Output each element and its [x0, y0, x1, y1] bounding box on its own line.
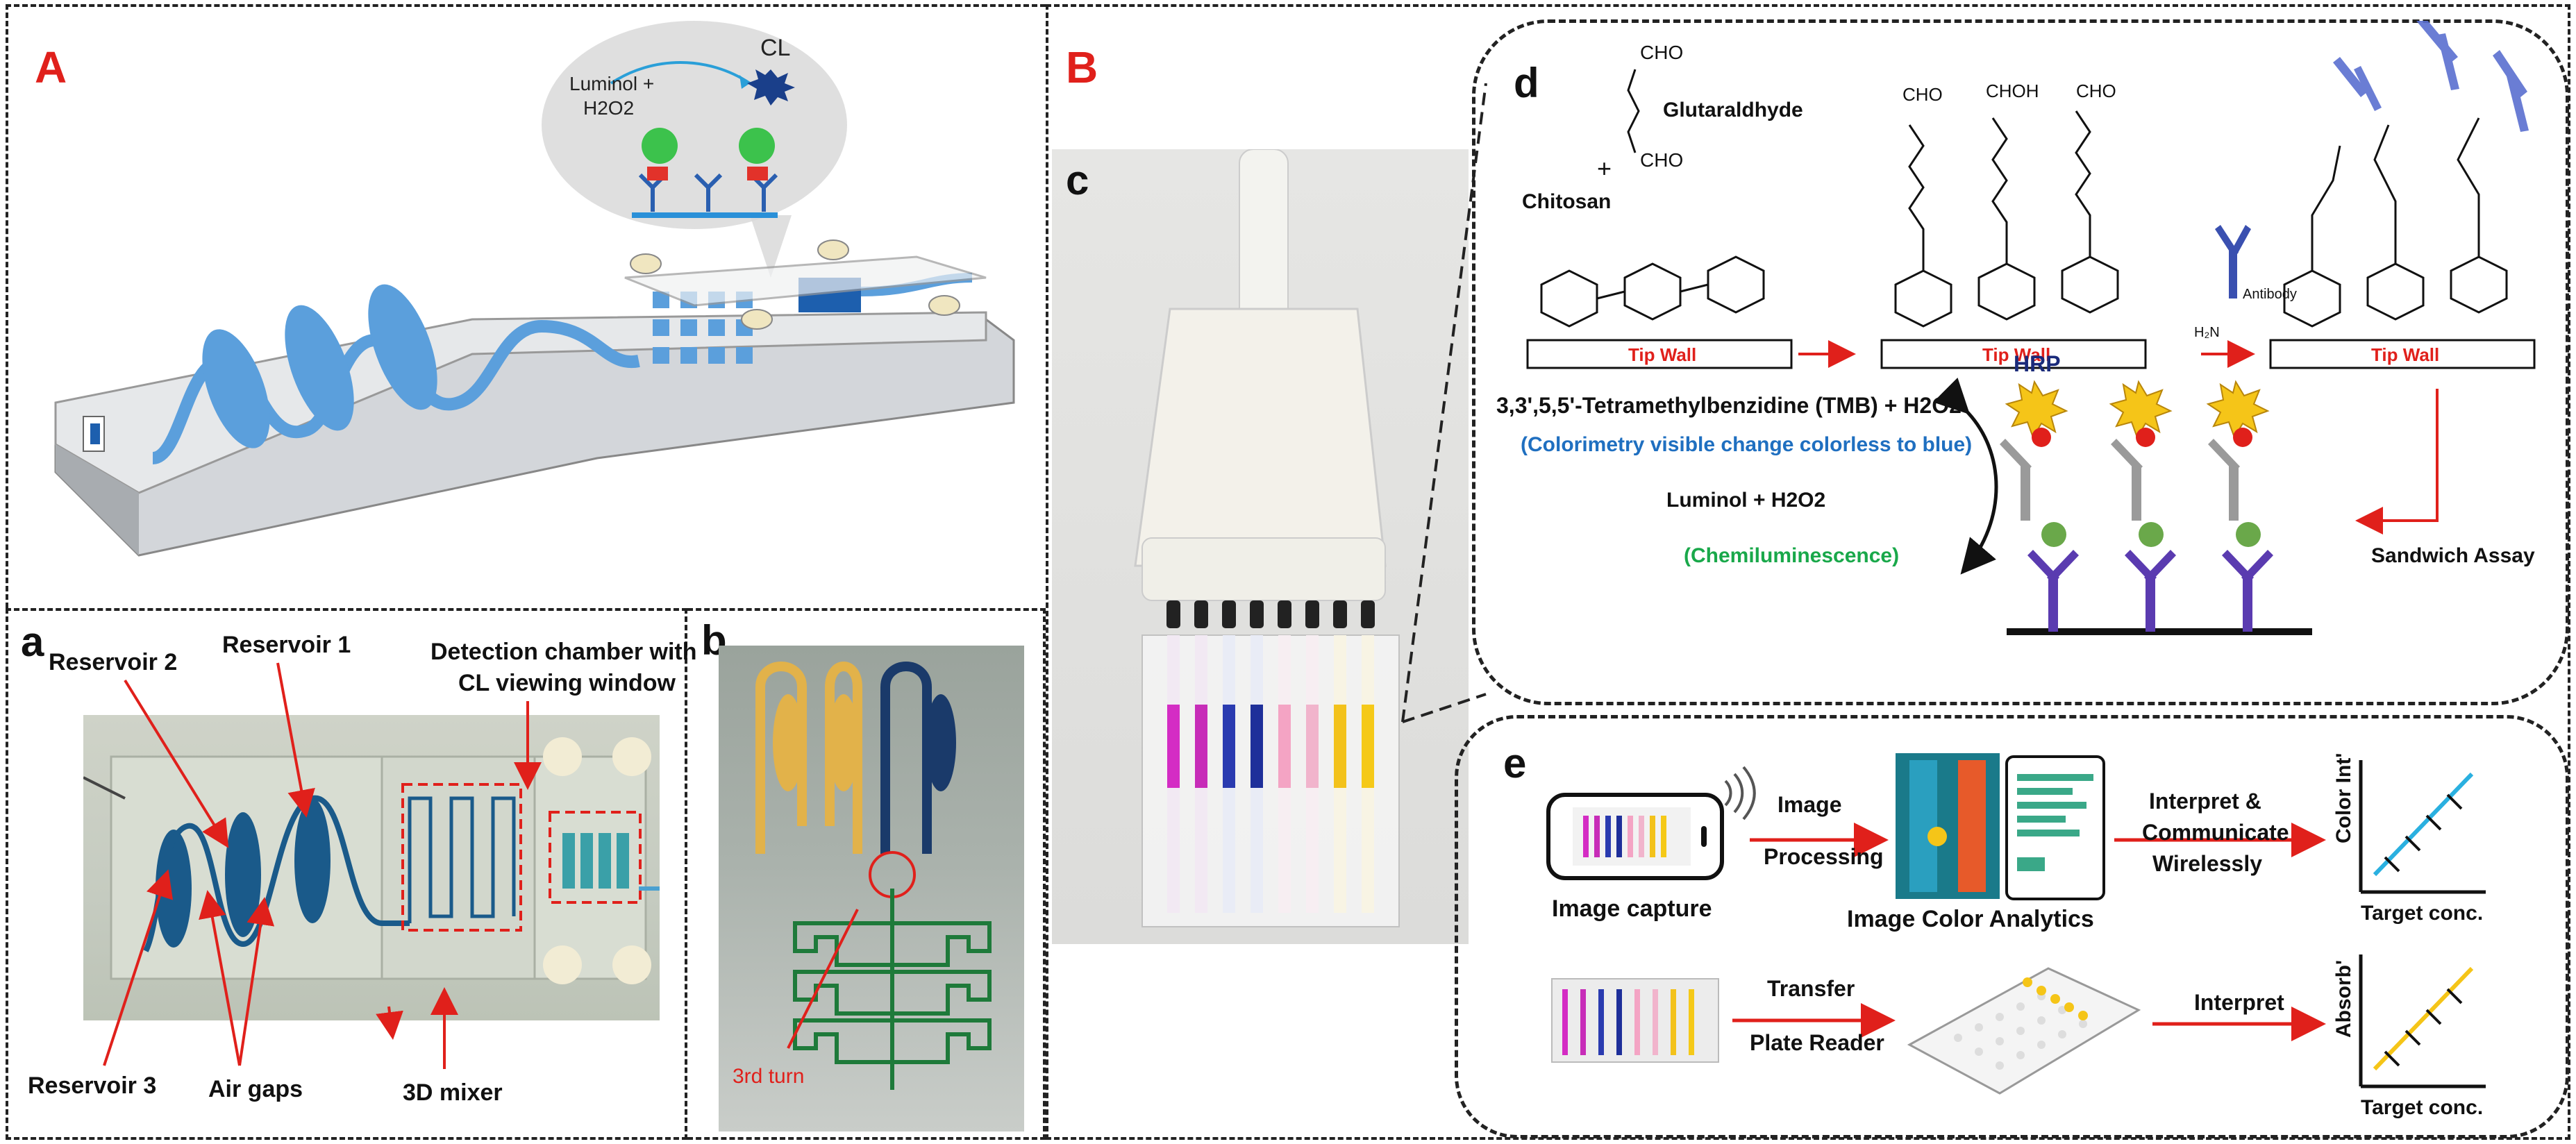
microfluidic-chip-illustration: Luminol + H2O2 CL	[54, 21, 1015, 557]
panel-label-e: e	[1503, 740, 1527, 786]
panel-B-frame	[1046, 4, 2570, 1140]
h2o2-label: H2O2	[583, 97, 634, 119]
detection-chamber	[562, 833, 629, 889]
chemiluminescence-label: (Chemiluminescence)	[1684, 544, 1899, 567]
hrp-burst-icon	[2005, 380, 2270, 439]
panel-e-frame	[1455, 715, 2569, 1138]
workflow-diagram: Image capture Image Processing Image Col…	[1546, 753, 2486, 1119]
cl-burst-icon	[747, 69, 795, 106]
luminol-label: Luminol + H2O2	[1666, 489, 1825, 512]
antibody-icon	[2215, 225, 2251, 298]
wireless-icon	[1724, 766, 1756, 821]
plate-reader-label: Plate Reader	[1750, 1030, 1884, 1055]
antibody-label: Antibody	[2243, 287, 2297, 302]
chip-photo	[83, 715, 660, 1020]
target-conc-label: Target conc.	[2361, 902, 2483, 925]
label-detection-chamber-1: Detection chamber with	[430, 639, 697, 665]
chitosan-structure	[1540, 255, 1765, 328]
tip-wall-label-1: Tip Wall	[1628, 344, 1696, 365]
reservoir-shape	[285, 305, 354, 431]
panel-a-frame	[6, 608, 687, 1140]
color-int-label: Color Int'	[2332, 753, 2355, 843]
screw-icon	[630, 239, 960, 330]
svg-text:CHO: CHO	[1902, 84, 1943, 105]
interpret-line1: Interpret &	[2149, 789, 2261, 814]
panel-A-frame	[6, 4, 1046, 608]
absorbance-plot: Absorb' Target conc.	[2332, 954, 2486, 1119]
inset-bubble	[542, 21, 847, 229]
luminol-label: Luminol +	[569, 73, 654, 94]
absorb-label: Absorb'	[2332, 960, 2355, 1038]
panel-label-A: A	[35, 42, 67, 92]
antibody-icon	[638, 173, 778, 212]
panel-label-c: c	[1066, 157, 1089, 203]
label-reservoir-2: Reservoir 2	[49, 649, 178, 675]
processing-label: Processing	[1764, 844, 1884, 869]
panel-label-B: B	[1066, 42, 1098, 92]
tip-wall-2	[1880, 339, 2147, 369]
capture-antibody-icon	[2027, 550, 2273, 632]
tip-wall-label-2: Tip Wall	[1982, 344, 2050, 365]
mixer-photo: 3rd turn	[719, 646, 1024, 1132]
svg-text:CHOH: CHOH	[1986, 81, 2039, 101]
panel-label-a: a	[21, 619, 44, 665]
cho-top: CHO	[1640, 42, 1683, 63]
glutaraldehyde-label: Glutaraldhyde	[1663, 99, 1803, 121]
label-3rd-turn: 3rd turn	[733, 1065, 804, 1088]
color-intensity-plot: Color Int' Target conc.	[2332, 753, 2486, 925]
chemistry-scheme: CHO CHO Glutaraldhyde + Chitosan Tip Wal…	[1496, 21, 2536, 635]
antibody-icon	[2333, 21, 2529, 132]
tip-wall-3	[2269, 339, 2536, 369]
well-plate-icon	[1907, 967, 2141, 1095]
cl-label: CL	[760, 35, 790, 61]
immobilized-structure	[2283, 117, 2508, 328]
svg-text:CHO: CHO	[2076, 81, 2116, 101]
interpret-line3: Wirelessly	[2152, 851, 2262, 876]
svg-text:H₂N: H₂N	[2194, 325, 2220, 340]
biotin-icon	[2032, 428, 2252, 447]
colored-tubes	[1167, 635, 1374, 913]
label-3d-mixer: 3D mixer	[403, 1079, 503, 1106]
smartphone-icon	[1546, 793, 1724, 880]
hrp-label: HRP	[2014, 351, 2061, 376]
activated-structure	[1894, 110, 2119, 328]
pipette-photo	[1052, 149, 1469, 944]
pipette-nozzle	[1166, 600, 1375, 628]
chitosan-label: Chitosan	[1522, 190, 1611, 213]
analytics-screen-icon	[1896, 753, 2105, 900]
label-detection-chamber-2: CL viewing window	[458, 670, 676, 696]
sandwich-assay-label: Sandwich Assay	[2371, 544, 2535, 567]
panel-b-frame	[687, 608, 1046, 1140]
interpret-label: Interpret	[2194, 990, 2284, 1015]
colorimetry-label: (Colorimetry visible change colorless to…	[1521, 433, 1972, 456]
antigen-icon	[2041, 522, 2261, 547]
analytics-label: Image Color Analytics	[1847, 906, 2094, 932]
target-conc-label-2: Target conc.	[2361, 1096, 2483, 1119]
tip-wall-label-3: Tip Wall	[2371, 344, 2439, 365]
panel-d-frame	[1472, 19, 2569, 705]
cho-bottom: CHO	[1640, 149, 1683, 171]
reservoir-shape	[368, 284, 437, 410]
panel-a-arrows	[103, 662, 542, 1069]
plus-sign: +	[1597, 154, 1612, 183]
detection-antibody-icon	[2000, 439, 2240, 521]
label-reservoir-3: Reservoir 3	[28, 1072, 157, 1099]
tmb-label: 3,3',5,5'-Tetramethylbenzidine (TMB) + H…	[1496, 393, 1962, 418]
interpret-line2: Communicate	[2142, 820, 2289, 845]
image-label: Image	[1778, 792, 1841, 817]
label-air-gaps: Air gaps	[208, 1076, 303, 1102]
panel-label-d: d	[1514, 60, 1539, 106]
tube-rack-photo	[1551, 978, 1719, 1063]
mixer-shape	[408, 796, 516, 923]
reservoir-shape	[202, 329, 270, 448]
tip-wall-1	[1526, 339, 1793, 369]
transfer-label: Transfer	[1767, 976, 1855, 1001]
image-capture-label: Image capture	[1552, 895, 1712, 922]
label-reservoir-1: Reservoir 1	[222, 632, 351, 658]
